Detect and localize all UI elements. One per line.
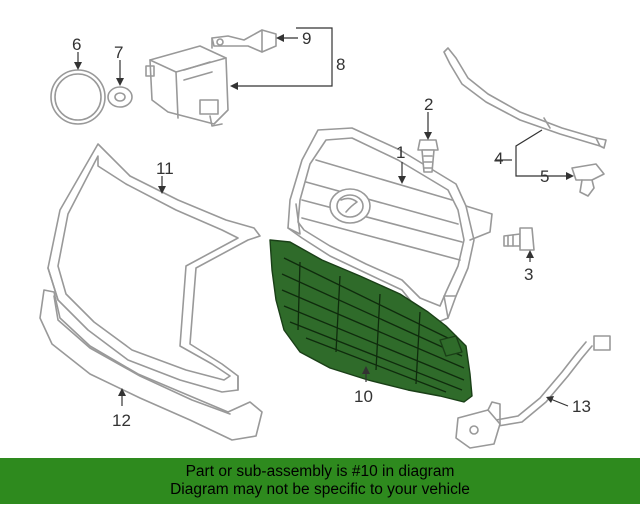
part-7-washer — [107, 86, 133, 108]
callout-11: 11 — [156, 159, 174, 178]
part-6-seal-ring — [50, 69, 106, 125]
callout-5: 5 — [540, 167, 549, 186]
part-12-lower-molding — [39, 289, 263, 441]
part-13-wire-bracket — [455, 335, 611, 449]
part-11-grille-frame — [47, 143, 261, 393]
callout-9: 9 — [302, 29, 311, 48]
callout-2: 2 — [424, 95, 433, 114]
callout-6: 6 — [72, 35, 81, 54]
arrow-heads — [74, 34, 574, 403]
part-5-clip — [571, 163, 605, 197]
callout-13: 13 — [572, 397, 591, 416]
banner-line-2: Diagram may not be specific to your vehi… — [170, 481, 470, 498]
part-10-lower-grille-highlighted — [269, 239, 473, 403]
info-banner: Part or sub-assembly is #10 in diagram D… — [0, 458, 640, 504]
callout-7: 7 — [114, 43, 123, 62]
callout-3: 3 — [524, 265, 533, 284]
banner-line-1: Part or sub-assembly is #10 in diagram — [185, 463, 455, 480]
part-8-sensor-module — [145, 45, 229, 127]
callout-10: 10 — [354, 387, 373, 406]
exploded-parts-diagram: 6 7 9 8 2 1 11 4 5 3 10 12 13 — [39, 27, 611, 449]
part-4-molding-strip — [443, 47, 607, 149]
part-3-screw — [503, 227, 535, 251]
callout-4: 4 — [494, 149, 503, 168]
callout-1: 1 — [396, 143, 405, 162]
part-2-bolt — [417, 139, 439, 173]
callout-8: 8 — [336, 55, 345, 74]
callout-12: 12 — [112, 411, 131, 430]
part-9-bracket — [211, 29, 277, 53]
